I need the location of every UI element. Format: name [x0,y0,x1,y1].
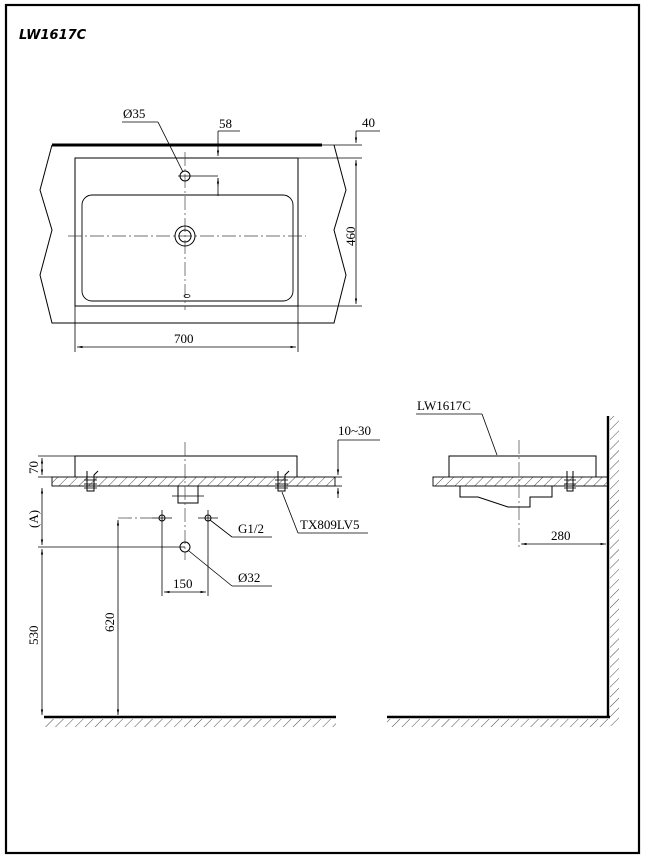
counter-margin-dim: 40 [362,115,375,130]
countertop-section [51,476,336,487]
side-model-label: LW1617C [417,398,471,413]
tap-hole-diameter: Ø35 [123,106,145,121]
basin-drain-body [177,486,199,504]
basin-bowl [81,194,294,302]
bracket-model: TX809LV5 [300,517,359,532]
floor-hatch-side [387,719,610,727]
supply-spacing-dim: 150 [173,576,193,591]
basin-rim [74,455,298,477]
side-countertop [432,476,609,487]
supply-thread: G1/2 [238,521,264,536]
wall-hatch [610,416,619,726]
model-title: LW1617C [19,28,87,43]
height-a-dim: (A) [26,510,41,528]
countertop-outline [39,144,347,324]
drawing-border [4,3,641,855]
side-basin-rim [448,455,597,477]
mount-bracket-right [275,470,290,492]
waste-height-dim: 530 [26,626,41,646]
mount-bracket-left [84,470,99,492]
floor-hatch-front [44,719,336,727]
width-dim: 700 [174,331,194,346]
side-mount-bracket [564,471,576,492]
depth-dim: 460 [343,227,358,247]
counter-thickness-dim: 10~30 [338,423,371,438]
supply-height-dim: 620 [102,613,117,633]
drain-outer [174,225,196,247]
side-basin-body [459,486,553,508]
drain-inner [178,229,192,243]
basin-outer-rim [74,157,299,307]
top-view: Ø35 58 40 460 700 [39,106,380,352]
tap-offset-dim: 58 [219,116,232,131]
waste-diameter: Ø32 [238,570,260,585]
wall-offset-dim: 280 [551,528,571,543]
waste-outlet [179,541,191,553]
overflow-slot [183,294,191,298]
rim-height-dim: 70 [26,461,41,474]
side-view: LW1617C 280 [387,398,619,727]
front-view: 10~30 70 (A) G1/2 TX809LV5 Ø32 150 [26,423,380,727]
